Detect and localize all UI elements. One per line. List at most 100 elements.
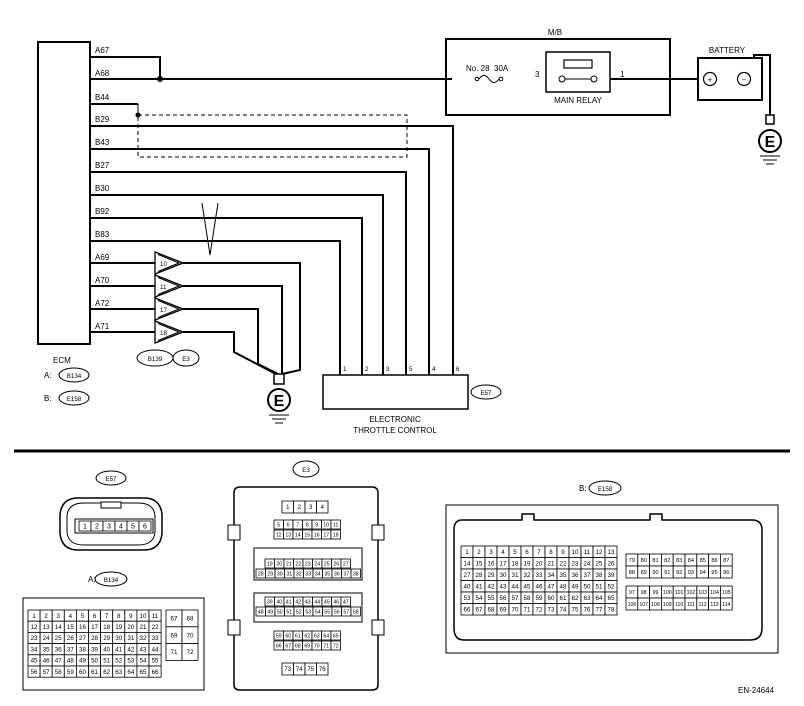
wire-b43 (90, 148, 430, 375)
e158-pin-label: 16 (488, 560, 495, 567)
e158-housing (453, 513, 763, 641)
e158-view-ellipse (588, 480, 622, 496)
b134-pin-cell (181, 643, 199, 661)
joint-pin-10: 10 (160, 261, 167, 268)
joint-pin-shape (154, 320, 185, 344)
e158-pin-label: 31 (512, 572, 519, 579)
b134-pin-label: 72 (187, 649, 194, 656)
e158-prefix: B: (579, 484, 587, 493)
e158-pin-label: 44 (512, 583, 519, 590)
e3-pin-label: 56 (334, 609, 340, 615)
e3-pin-label: 7 (296, 522, 299, 528)
b134-pin-label: 50 (91, 658, 98, 665)
e158-pin-label: 73 (548, 606, 555, 613)
relay-pin-1: 1 (620, 70, 625, 79)
b134-pin-label: 16 (79, 624, 86, 631)
ecm-pin-b30: B30 (95, 184, 110, 193)
etc-pin-5: 5 (409, 366, 413, 373)
b134-pin-label: 43 (140, 646, 147, 653)
b134-pin-label: 4 (69, 613, 73, 620)
e3-pin-label: 2 (298, 505, 302, 511)
joint-pin-inner (157, 277, 181, 295)
splice-a67-a68 (157, 76, 163, 82)
ground-bars-battery (760, 155, 780, 165)
e3-side-tabs (227, 524, 385, 636)
b134-pin-label: 56 (31, 669, 38, 676)
wire-joint-11-ground (183, 285, 283, 374)
e3-pin-label: 68 (295, 643, 301, 649)
b134-pin-label: 2 (44, 613, 48, 620)
e158-pin-label: 32 (524, 572, 531, 579)
e158-pin-label: 41 (476, 583, 483, 590)
e57-pin-label: 1 (83, 524, 87, 531)
wire-b83 (90, 240, 341, 375)
battery-plus-sign: + (708, 76, 713, 85)
fuse-label: No. 28 (466, 64, 490, 73)
e3-pin-label: 14 (295, 532, 301, 538)
ecm-label: ECM (53, 356, 71, 365)
e158-pin-label: 9 (561, 549, 565, 556)
b134-pin-label: 9 (129, 613, 133, 620)
figure-id: EN-24644 (738, 686, 775, 695)
e158-pin-label: 68 (488, 606, 495, 613)
e158-pin-label: 53 (464, 595, 471, 602)
ground-bars-ecm (269, 414, 289, 424)
e3-pin-label: 44 (314, 599, 320, 605)
ground-symbol-ecm: E (274, 393, 285, 410)
etc-conn-e57: E57 (480, 390, 492, 397)
e158-pin-label: 55 (488, 595, 495, 602)
e158-pin-label: 48 (560, 583, 567, 590)
e158-pin-label: 70 (512, 606, 519, 613)
b134-pin-label: 68 (187, 616, 194, 623)
e3-pin-label: 74 (296, 667, 303, 673)
e158-pin-label: 29 (488, 572, 495, 579)
b134-pin-label: 42 (127, 646, 134, 653)
e3-cavity-upper (253, 547, 363, 581)
e3-pin-label: 73 (284, 667, 291, 673)
e158-pin-label: 114 (722, 602, 730, 608)
e3-pin-cell (340, 596, 351, 607)
b134-pin-label: 48 (67, 658, 74, 665)
e158-pin-label: 96 (723, 570, 729, 576)
e3-pin-label: 12 (276, 532, 282, 538)
e158-pin-label: 77 (596, 606, 603, 613)
e3-pin-label: 55 (324, 609, 330, 615)
e158-pin-label: 26 (608, 560, 615, 567)
e158-pin-label: 76 (584, 606, 591, 613)
e57-view-name: E57 (105, 476, 117, 483)
joint-pin-18: 18 (160, 330, 167, 337)
e158-pin-label: 19 (524, 560, 531, 567)
e158-pin-label: 35 (560, 572, 567, 579)
e3-pin-label: 17 (323, 532, 329, 538)
e3-pin-label: 66 (276, 643, 282, 649)
ecm-pin-b92: B92 (95, 207, 110, 216)
e158-view-name: E158 (598, 486, 613, 493)
e158-pin-label: 69 (500, 606, 507, 613)
e158-pin-label: 11 (584, 549, 591, 556)
e158-pin-label: 27 (464, 572, 471, 579)
battery-plus-icon (702, 71, 718, 87)
ecm-pin-a67: A67 (95, 46, 110, 55)
e3-pin-label: 69 (304, 643, 310, 649)
b134-pin-label: 59 (67, 669, 74, 676)
ecm-legend-a-connector: B134 (67, 373, 82, 380)
joint-connector (154, 251, 185, 344)
battery-minus-sign: − (742, 76, 747, 85)
b134-pin-label: 52 (115, 658, 122, 665)
e158-pin-cell (720, 565, 733, 579)
e3-pin-label: 51 (286, 609, 292, 615)
b134-pin-label: 18 (103, 624, 110, 631)
e3-housing (233, 486, 379, 691)
e3-pin-label: 29 (267, 571, 273, 577)
e3-pin-label: 54 (315, 609, 321, 615)
e158-pin-label: 101 (675, 590, 684, 596)
b134-pin-label: 63 (115, 669, 122, 676)
joint-pin-inner (157, 300, 181, 318)
b134-pin-label: 29 (103, 635, 110, 642)
etc-pin-4: 4 (432, 366, 436, 373)
e158-pin-label: 90 (652, 570, 658, 576)
b134-pin-label: 24 (43, 635, 50, 642)
wire-joint-17-ground (183, 308, 279, 375)
e158-pin-label: 106 (628, 602, 637, 608)
